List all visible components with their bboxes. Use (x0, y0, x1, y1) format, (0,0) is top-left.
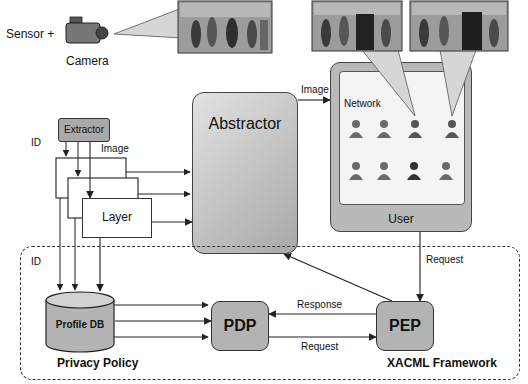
node-text: PEP (389, 317, 421, 335)
camera-thumbnail (312, 1, 402, 51)
node-text: Network (344, 98, 381, 110)
callout (114, 8, 182, 38)
layer-box: Layer (82, 198, 152, 238)
policy-wire (114, 305, 208, 306)
callout (440, 50, 476, 116)
policy-wire (114, 337, 208, 338)
node-text: PDP (224, 317, 257, 335)
node-text: XACML Framework (387, 357, 497, 371)
sensor-label: Camera (66, 54, 109, 68)
connector-arrow (298, 99, 330, 100)
xacml-region: Privacy Policy XACML Framework Profile DB P… (20, 246, 520, 380)
network-panel: Network (339, 71, 465, 205)
edge-label: Request (425, 254, 464, 266)
node-text: User (331, 213, 471, 227)
image-wire (126, 172, 190, 173)
image-wire (138, 194, 190, 195)
node-text: Privacy Policy (57, 357, 138, 371)
edge-label: Response (296, 299, 343, 311)
camera-thumbnail (178, 1, 272, 53)
edge-label: Image (300, 84, 330, 96)
pep-box: PEP (376, 301, 434, 351)
camera-icon (66, 17, 108, 43)
sensor-label: Sensor + (6, 27, 54, 41)
id-wire (60, 198, 61, 290)
connector-arrow (115, 320, 211, 321)
node-text: Profile DB (45, 319, 115, 331)
connector-arrow (269, 336, 376, 337)
user-icons (349, 120, 459, 180)
user-panel: User Network (330, 62, 472, 232)
connector-arrow (89, 142, 90, 198)
id-wire (66, 142, 67, 156)
id-wire (75, 218, 76, 290)
callout (362, 50, 415, 116)
id-wire (78, 142, 79, 176)
connector-arrow (152, 221, 192, 222)
edge-label: Image (100, 143, 130, 155)
camera-thumbnail (410, 1, 508, 51)
profile-db-cylinder: Profile DB (45, 291, 115, 353)
edge-label: ID (30, 137, 42, 149)
node-text: Layer (102, 211, 132, 225)
connector-arrow (284, 254, 392, 301)
node-text: Extractor (64, 124, 104, 136)
connector-arrow (419, 232, 420, 301)
node-text: Abstractor (193, 115, 297, 133)
abstractor-box: Abstractor (192, 92, 298, 254)
edge-label: ID (30, 256, 42, 268)
extractor-box: Extractor (58, 118, 110, 142)
connector-arrow (269, 313, 376, 314)
edge-label: Request (300, 341, 339, 353)
pdp-box: PDP (211, 301, 269, 351)
